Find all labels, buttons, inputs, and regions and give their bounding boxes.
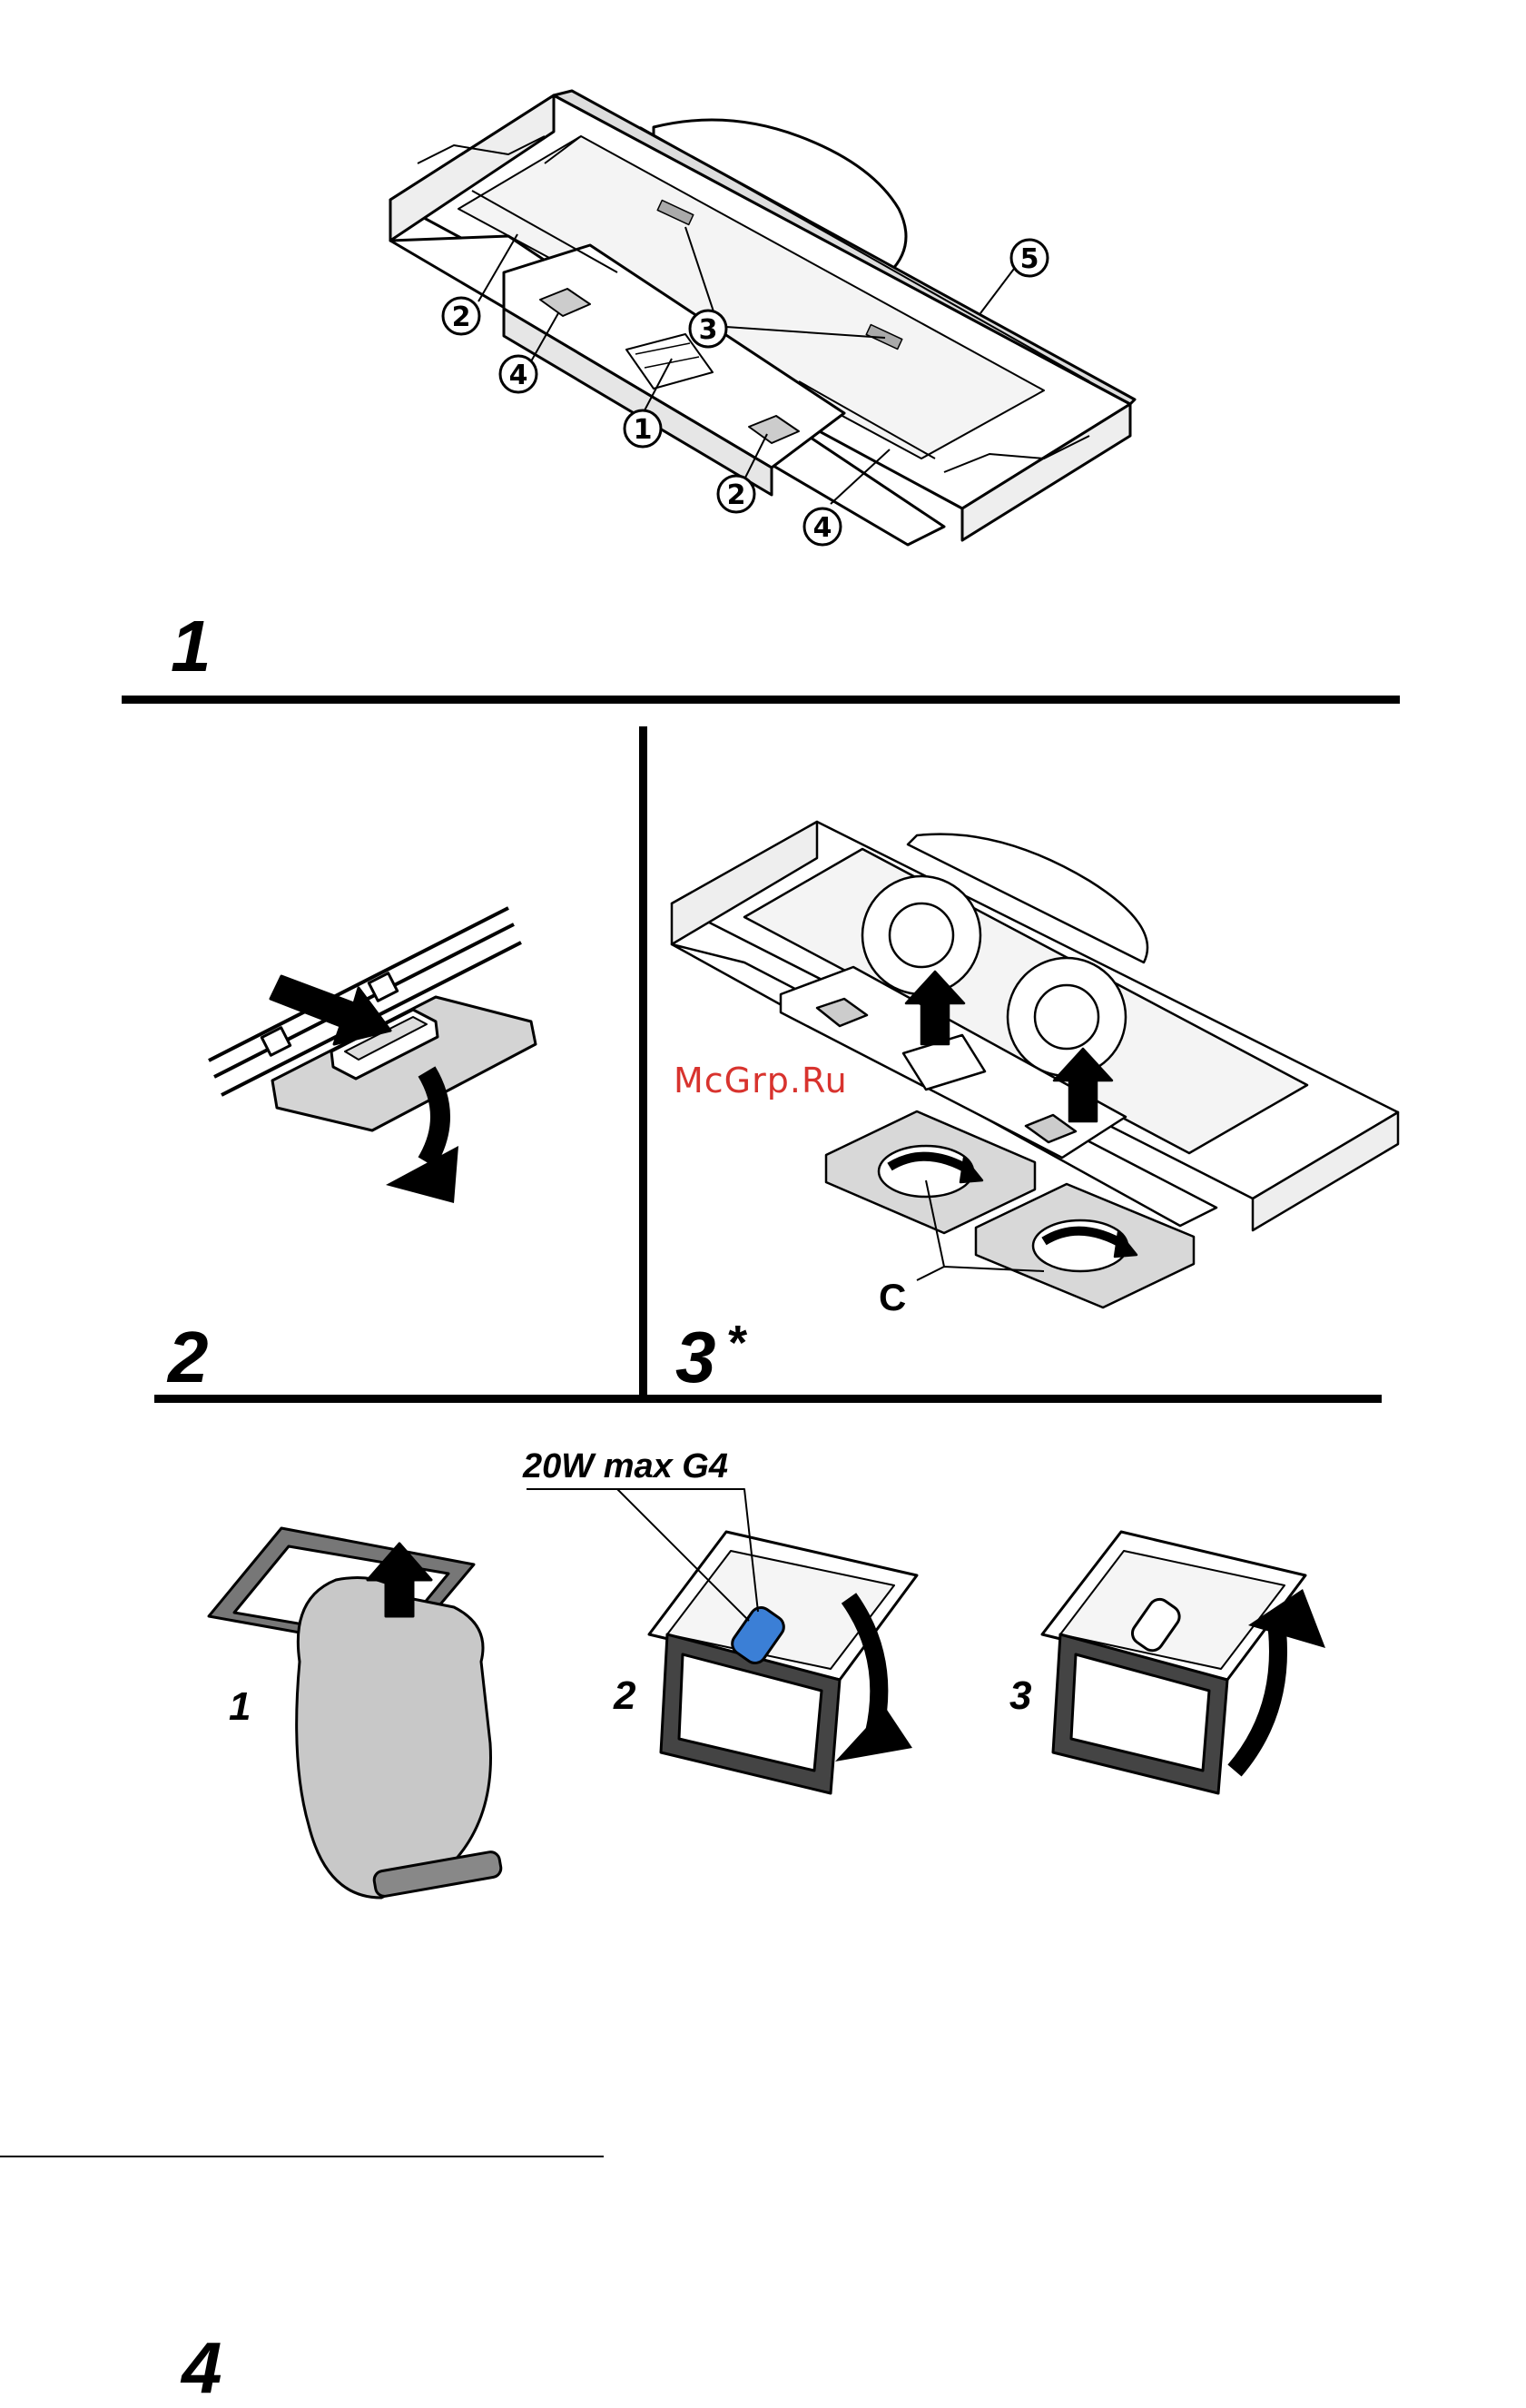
instruction-page: 2 4 1 3 2 4 5 [0,0,1526,2162]
substep-number-2: 2 [614,1676,635,1716]
lamp-spec-label: 20W max G4 [523,1447,728,1486]
step-number-3: 3 [675,1321,716,1394]
filter-release-figure [209,908,536,1203]
step-number-1: 1 [171,610,212,683]
callout-number-5: 5 [1020,243,1039,275]
callout-number-2a: 2 [452,301,471,333]
callout-number-4a: 4 [509,360,528,391]
hood-overview-figure [390,91,1135,545]
step-number-4: 4 [182,2332,222,2404]
divider-middle [154,1395,1382,1403]
divider-top [122,696,1400,704]
bulb-step3-figure [1042,1532,1325,1793]
bulb-step1-figure [209,1528,502,1898]
bulb-step2-figure [527,1489,917,1793]
callout-number-1: 1 [634,414,653,446]
step-3-asterisk: * [726,1318,745,1367]
divider-vertical [639,726,647,1395]
callout-number-2b: 2 [727,479,746,511]
divider-bottom [0,2156,604,2157]
step-number-2: 2 [168,1321,209,1394]
callout-number-3: 3 [699,314,718,346]
cover-label: C [879,1276,906,1319]
substep-number-1: 1 [229,1687,251,1727]
substep-number-3: 3 [1009,1676,1031,1716]
watermark-text: McGrp.Ru [674,1061,848,1100]
callout-number-4b: 4 [813,512,832,544]
